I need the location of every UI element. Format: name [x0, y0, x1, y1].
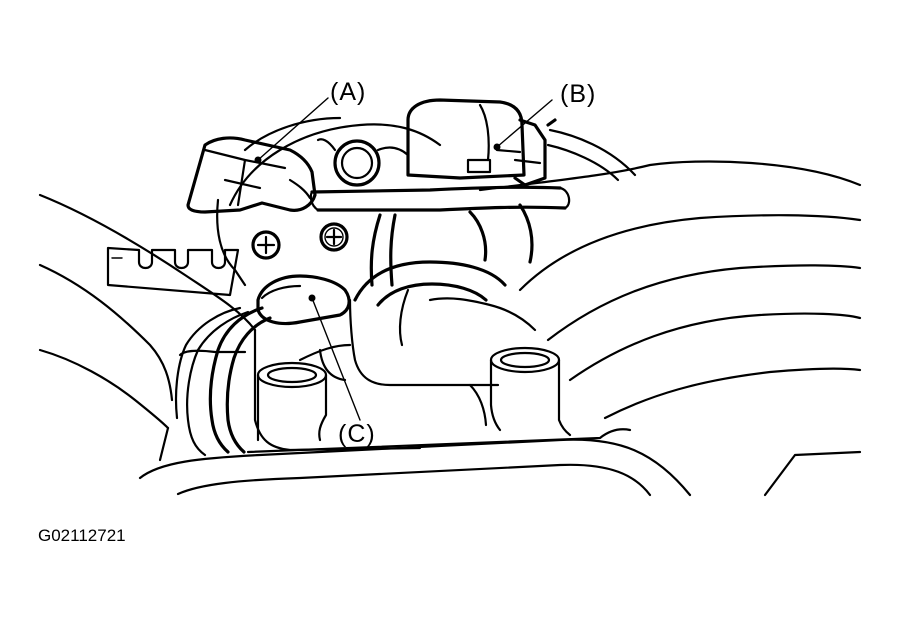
component-a-connector: [186, 136, 317, 214]
screw-left: [251, 230, 281, 260]
connecting-pipe: [309, 185, 571, 212]
component-c-hose-bundle: [174, 274, 351, 457]
callout-label-b: (B): [560, 80, 596, 108]
callout-label-a: (A): [330, 78, 366, 106]
left-boss: [256, 361, 328, 442]
lower-cover: [138, 426, 692, 497]
leader-lines: [257, 97, 553, 421]
figure-id: G02112721: [38, 526, 126, 545]
round-port: [316, 138, 410, 187]
right-boss: [489, 346, 572, 437]
screw-right: [319, 222, 349, 252]
callout-label-c: (C): [338, 420, 376, 448]
throttle-body: [106, 116, 537, 452]
component-b-valve: [406, 98, 637, 187]
middle-hoses: [353, 203, 534, 347]
engine-background-contours: [38, 160, 862, 497]
